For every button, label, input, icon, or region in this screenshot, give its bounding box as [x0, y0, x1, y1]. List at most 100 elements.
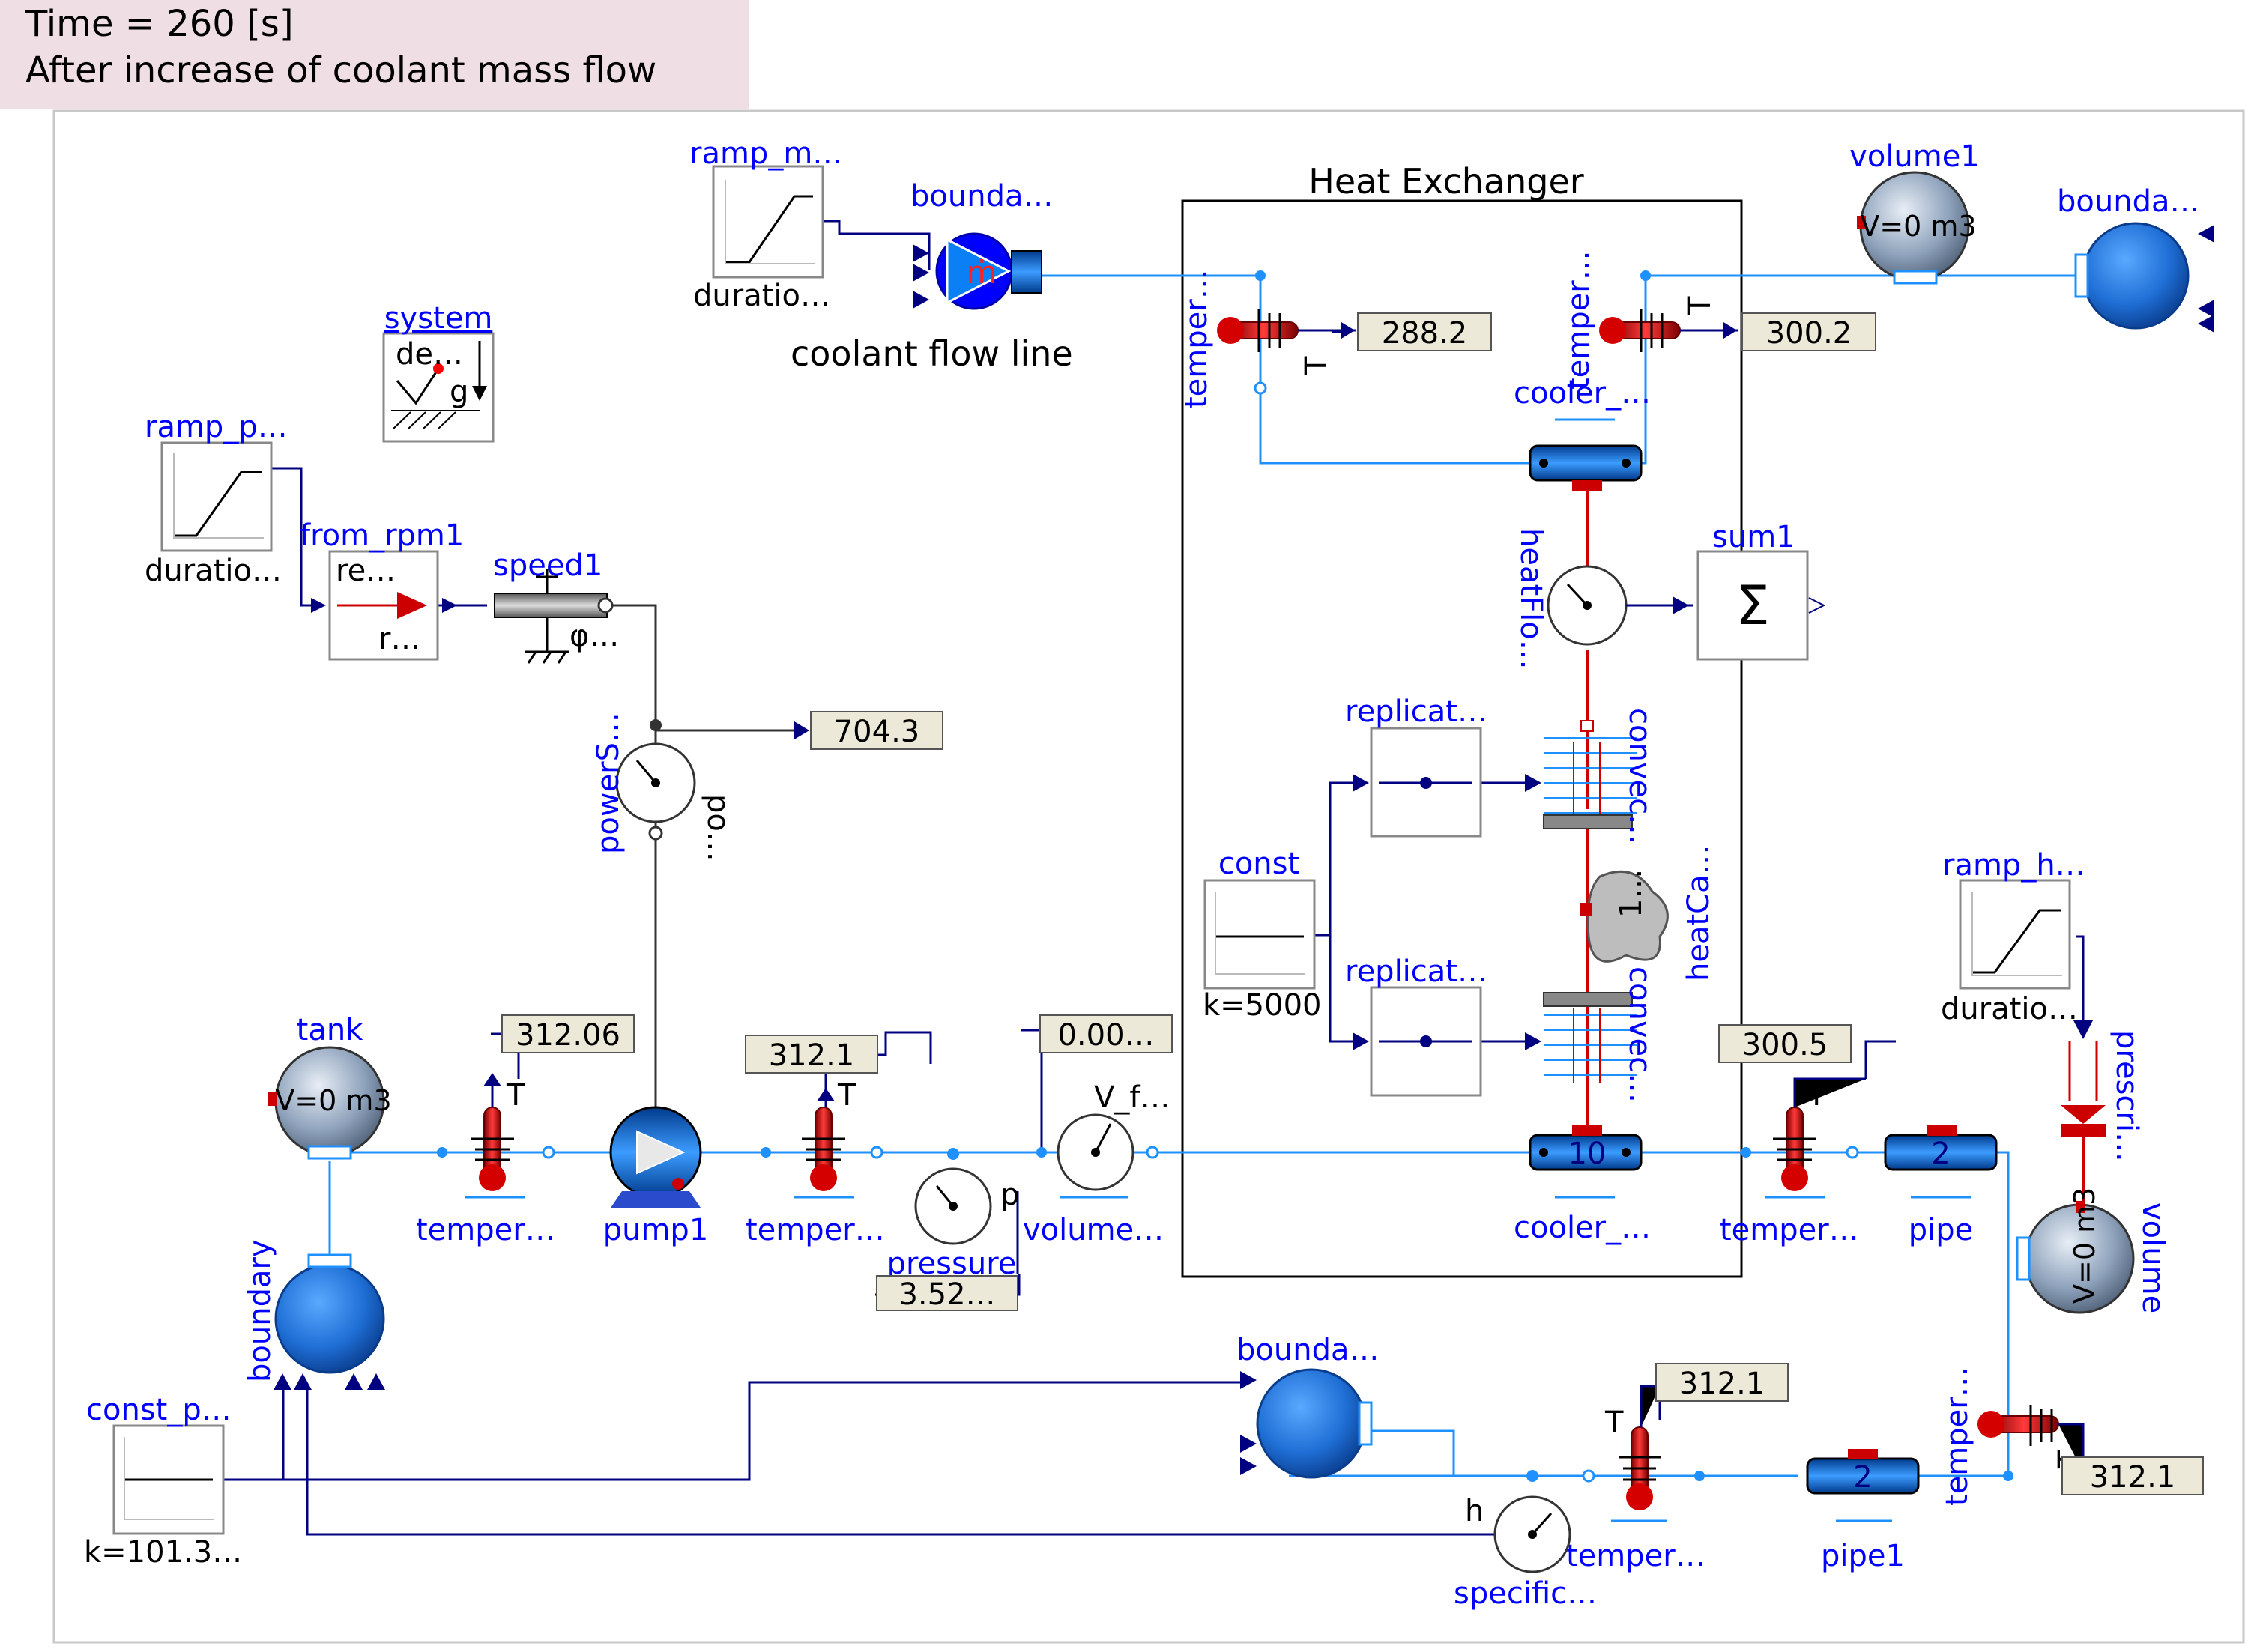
mass-flow-symbol: ṁ — [967, 254, 997, 291]
volume-flow-sensor[interactable] — [1058, 1115, 1133, 1197]
tank-v-label: V=0 m3 — [275, 1084, 391, 1117]
from-re-label: re… — [336, 554, 396, 588]
ramp-h-label: ramp_h… — [1942, 848, 2085, 883]
powers-label: powerS… — [591, 712, 626, 854]
heatca-label: heatCa… — [1682, 844, 1716, 981]
signal-lines — [223, 221, 2098, 1534]
ramp-m-block[interactable] — [713, 166, 823, 277]
pipe1-label: pipe1 — [1821, 1539, 1905, 1573]
heatca-inner: 1… — [1614, 869, 1649, 918]
tank-label: tank — [297, 1013, 364, 1047]
system-g-label: g — [450, 375, 468, 409]
const-p-block[interactable] — [114, 1426, 223, 1534]
bounda-top-label: bounda… — [910, 179, 1053, 214]
boundary-bottom-source[interactable] — [1240, 1370, 1371, 1477]
convec-bottom-label: convec… — [1622, 966, 1657, 1103]
heatflo-label: heatFlo… — [1514, 528, 1548, 670]
pipe1-n: 2 — [1853, 1460, 1872, 1495]
heat-flow-sensor[interactable] — [1548, 566, 1689, 644]
pressure-value: 3.52… — [898, 1277, 995, 1312]
fluid-lines — [322, 276, 2076, 1476]
temp-bottom-value: 312.1 — [1679, 1367, 1765, 1401]
coolant-flow-line-label: coolant flow line — [791, 333, 1073, 374]
t-label-hx-in: T — [1299, 356, 1334, 375]
pump1-component[interactable] — [611, 1107, 701, 1208]
ramp-h-duration: duratio… — [1941, 992, 2078, 1026]
t-label-tank: T — [506, 1078, 525, 1113]
diagram-frame — [54, 111, 2244, 1642]
specific-enthalpy-sensor[interactable] — [1495, 1470, 1570, 1572]
cooler-top-pipe[interactable] — [1530, 420, 1641, 491]
volume-v-label: V=0 m3 — [2068, 1187, 2101, 1304]
temp-bottom-right-value: 312.1 — [2090, 1460, 2176, 1495]
from-r-label: r… — [378, 622, 420, 656]
temp-hx-right-value: 300.5 — [1742, 1028, 1828, 1062]
heat-exchanger-title: Heat Exchanger — [1308, 161, 1584, 202]
temper-hx-in-label: temper… — [1179, 269, 1214, 408]
volume1-v-label: V=0 m3 — [1860, 210, 1976, 243]
replicat-top-label: replicat… — [1345, 695, 1487, 729]
speed-phi-label: φ… — [569, 619, 619, 653]
prescri-label: prescri… — [2109, 1030, 2144, 1162]
po-label: po… — [701, 794, 735, 862]
volume-flow-value: 0.00… — [1057, 1018, 1154, 1053]
prescribed-heat-flow[interactable] — [2061, 1020, 2106, 1202]
speed1-label: speed1 — [493, 548, 602, 583]
temperature-sensor-hx-out[interactable] — [1599, 309, 1738, 352]
const-block[interactable] — [1205, 880, 1314, 988]
temper-hx-out-label: temper… — [1562, 250, 1596, 390]
temp-pump-value: 312.1 — [769, 1038, 855, 1073]
ramp-p-block[interactable] — [162, 443, 271, 551]
boundary-label: boundary — [243, 1239, 277, 1382]
ramp-p-label: ramp_p… — [145, 410, 288, 444]
boundary-right-sink[interactable] — [2076, 223, 2214, 333]
convec-top-label: convec… — [1622, 708, 1657, 844]
replicat-bottom-label: replicat… — [1345, 954, 1487, 989]
ramp-h-block[interactable] — [1960, 880, 2070, 988]
temp-hx-out-value: 300.2 — [1766, 316, 1852, 351]
volume1-label: volume1 — [1849, 139, 1980, 174]
boundary-component[interactable] — [274, 1255, 385, 1390]
cooler-bottom-n: 10 — [1568, 1137, 1607, 1171]
bounda-right-label: bounda… — [2057, 184, 2199, 219]
temp-hx-in-value: 288.2 — [1382, 316, 1468, 351]
pressure-p-label: p — [1000, 1178, 1019, 1212]
from-rpm1-label: from_rpm1 — [300, 518, 464, 553]
temper-mid-label: temper… — [746, 1213, 885, 1247]
t-label-pump: T — [837, 1078, 856, 1113]
temper-right-label: temper… — [1720, 1213, 1859, 1247]
pump1-label: pump1 — [603, 1213, 709, 1247]
const-p-label: const_p… — [86, 1393, 232, 1427]
sum-symbol: Σ — [1735, 574, 1770, 637]
cooler-bottom-label: cooler_… — [1514, 1211, 1651, 1245]
specific-label: specific… — [1454, 1576, 1597, 1611]
ramp-m-label: ramp_m… — [689, 136, 842, 171]
const-label: const — [1218, 847, 1299, 881]
t-label-hx-right: T — [1807, 1078, 1826, 1113]
pressure-sensor[interactable] — [916, 1148, 991, 1244]
ramp-m-duration: duratio… — [693, 279, 830, 313]
power-value: 704.3 — [834, 715, 920, 749]
pipe-label: pipe — [1909, 1213, 1974, 1247]
temper-vertical-right-label: temper… — [1940, 1367, 1974, 1506]
pipe-n: 2 — [1931, 1137, 1950, 1171]
volume-sensor-label: volume… — [1023, 1213, 1164, 1247]
specific-h-label: h — [1465, 1494, 1484, 1528]
t-label-bottom: T — [1604, 1406, 1624, 1440]
temperature-sensor-hx-in[interactable] — [1217, 309, 1356, 352]
temper-bottom-label: temper… — [1566, 1539, 1705, 1573]
bounda-bottom-label: bounda… — [1236, 1333, 1379, 1367]
temper-left-label: temper… — [416, 1213, 555, 1247]
system-label: system — [384, 301, 493, 336]
ramp-p-duration: duratio… — [145, 554, 282, 588]
t-label-hx-out: T — [1683, 296, 1717, 315]
v-f-label: V_f… — [1094, 1080, 1170, 1115]
const-p-k-label: k=101.3… — [84, 1535, 242, 1570]
temp-tank-value: 312.06 — [516, 1018, 620, 1053]
sum1-label: sum1 — [1712, 520, 1795, 554]
cooler-top-label: cooler_… — [1514, 376, 1651, 411]
volume-label: volume — [2136, 1202, 2170, 1313]
const-k-label: k=5000 — [1203, 988, 1321, 1023]
system-de-label: de… — [396, 337, 463, 372]
